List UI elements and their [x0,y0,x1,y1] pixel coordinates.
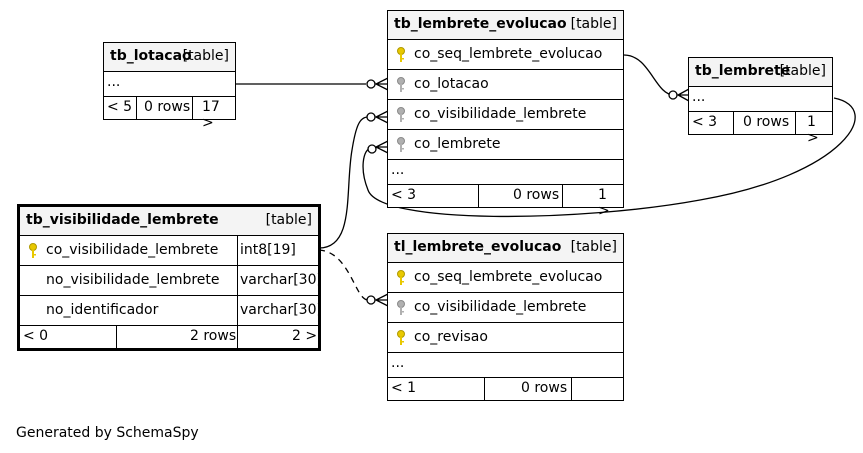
children-count: 1 > [598,187,610,219]
column-name: co_lembrete [414,136,501,152]
foreign-key-icon [397,107,405,122]
table-header: tb_visibilidade_lembrete [table] [20,207,318,236]
row-count: 0 rows [521,380,568,396]
table-tb-visibilidade-lembrete[interactable]: tb_visibilidade_lembrete [table] co_visi… [17,204,322,351]
foreign-key-icon [397,137,405,152]
crow-tl [374,293,389,307]
row-count: 0 rows [144,99,191,115]
more-columns: ... [388,353,623,378]
table-kind: [table] [182,48,229,64]
column-name: co_lotacao [414,76,489,92]
more-columns: ... [104,72,235,97]
edge-visibilidade-to-lembrete-evolucao [318,116,369,249]
table-header: tb_lembrete_evolucao [table] [388,11,623,40]
column-type: varchar[30] [240,272,322,288]
row-count: 0 rows [513,187,560,203]
optional-marker [668,90,678,100]
table-footer: < 3 0 rows 1 > [689,112,832,146]
parents-count: < 3 [692,114,718,130]
column-name: no_identificador [46,302,159,318]
parents-count: < 5 [107,99,133,115]
more-columns: ... [689,87,832,112]
column-row[interactable]: co_seq_lembrete_evolucao [388,40,623,70]
column-row[interactable]: co_seq_lembrete_evolucao [388,263,623,293]
children-count: 1 > [807,114,819,146]
column-row[interactable]: co_revisao [388,323,623,353]
foreign-key-icon [397,300,405,315]
table-kind: [table] [570,239,617,255]
table-tb-lembrete[interactable]: tb_lembrete [table] ... < 3 0 rows 1 > [688,57,833,146]
table-header: tl_lembrete_evolucao [table] [388,234,623,263]
column-name: co_revisao [414,329,488,345]
table-tb-lotacao[interactable]: tb_lotacao [table] ... < 5 0 rows 17 > [103,42,236,131]
column-name: co_visibilidade_lembrete [46,242,219,258]
column-name: co_seq_lembrete_evolucao [414,269,603,285]
row-count: 2 rows [190,328,237,344]
optional-marker [367,144,377,154]
table-kind: [table] [570,16,617,32]
column-name: co_visibilidade_lembrete [414,106,587,122]
edge-lembrete-evolucao-to-lembrete [623,54,675,96]
parents-count: < 3 [391,187,417,203]
column-row[interactable]: co_visibilidade_lembrete [388,293,623,323]
column-row[interactable]: no_identificador varchar[30] [20,296,322,326]
generated-by-label: Generated by SchemaSpy [16,425,199,441]
primary-key-icon [29,243,37,258]
table-name: tb_lotacao [110,48,192,64]
primary-key-icon [397,330,405,345]
row-count: 0 rows [743,114,790,130]
column-row[interactable]: co_lembrete [388,130,623,160]
table-name: tb_lembrete_evolucao [394,16,567,32]
column-name: no_visibilidade_lembrete [46,272,220,288]
table-name: tb_visibilidade_lembrete [26,212,219,228]
table-kind: [table] [779,63,826,79]
table-header: tb_lotacao [table] [104,43,235,72]
column-type: varchar[30] [240,302,322,318]
foreign-key-icon [397,77,405,92]
crow-visibilidade [374,110,389,124]
more-columns: ... [388,160,623,185]
table-kind: [table] [265,212,312,228]
column-row[interactable]: no_visibilidade_lembrete varchar[30] [20,266,322,296]
edge-lembrete-to-co-lembrete [362,97,856,218]
table-header: tb_lembrete [table] [689,58,832,87]
table-footer: < 0 2 rows 2 > [20,326,318,348]
parents-count: < 1 [391,380,417,396]
optional-marker [366,112,376,122]
column-name: co_visibilidade_lembrete [414,299,587,315]
column-type: int8[19] [240,242,296,258]
edge-visibilidade-to-tl [318,249,369,301]
children-count: 2 > [292,328,318,344]
table-name: tb_lembrete [695,63,791,79]
crow-lembrete [676,88,690,102]
column-row[interactable]: co_visibilidade_lembrete int8[19] [20,236,318,266]
table-footer: < 1 0 rows [388,378,623,400]
optional-marker [366,79,376,89]
parents-count: < 0 [23,328,49,344]
column-row[interactable]: co_lotacao [388,70,623,100]
primary-key-icon [397,47,405,62]
table-footer: < 3 0 rows 1 > [388,185,623,219]
table-tb-lembrete-evolucao[interactable]: tb_lembrete_evolucao [table] co_seq_lemb… [387,10,624,219]
column-row[interactable]: co_visibilidade_lembrete [388,100,623,130]
table-name: tl_lembrete_evolucao [394,239,562,255]
children-count: 17 > [202,99,220,131]
optional-marker [366,295,376,305]
table-footer: < 5 0 rows 17 > [104,97,235,131]
table-tl-lembrete-evolucao[interactable]: tl_lembrete_evolucao [table] co_seq_lemb… [387,233,624,401]
crow-lotacao [374,77,389,91]
column-name: co_seq_lembrete_evolucao [414,46,603,62]
primary-key-icon [397,270,405,285]
